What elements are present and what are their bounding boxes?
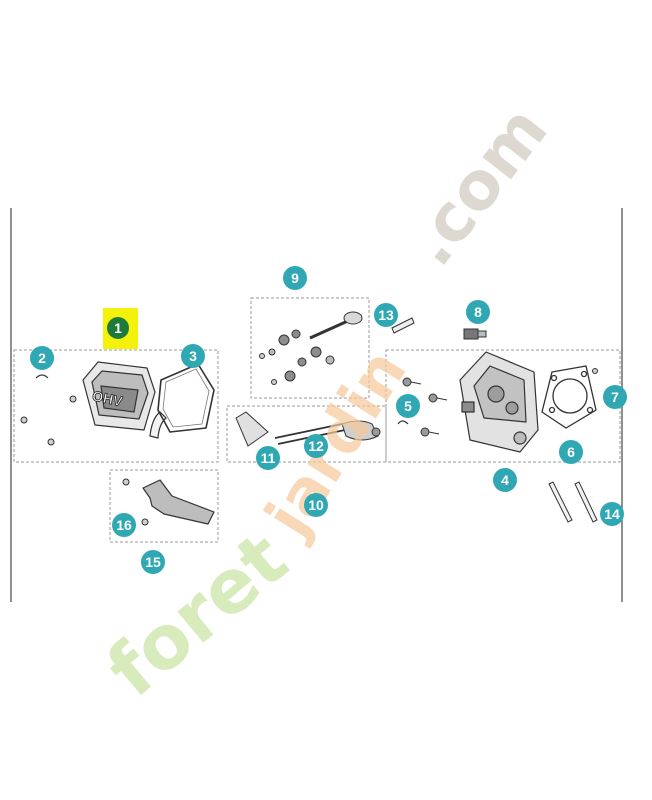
part-badge-4[interactable]: 4 <box>493 468 517 492</box>
badge-circle <box>141 550 165 574</box>
badge-circle <box>30 346 54 370</box>
part-label: 12 <box>308 438 324 454</box>
part-label: 9 <box>291 270 299 286</box>
badge-circle <box>466 300 490 324</box>
badge-circle <box>256 446 280 470</box>
valve-parts-group-box <box>250 297 370 399</box>
cover-gasket-drawing <box>157 363 215 433</box>
watermark-jardin: jardin <box>249 337 420 551</box>
part-label: 13 <box>378 307 394 323</box>
watermark-com: .com <box>392 92 562 280</box>
part-label: 11 <box>261 450 276 466</box>
part-badge-1[interactable]: 1 <box>107 317 129 339</box>
part-label: 8 <box>474 304 482 320</box>
fitting-8-drawing <box>463 328 487 340</box>
part-label: 6 <box>567 444 575 460</box>
badge-circle <box>112 513 136 537</box>
badge-circle <box>600 502 624 526</box>
part-label: 10 <box>308 497 324 513</box>
part-badge-3[interactable]: 3 <box>181 344 205 368</box>
part-badge-16[interactable]: 16 <box>112 513 136 537</box>
badge-circle <box>181 344 205 368</box>
part-label: 7 <box>611 389 619 405</box>
badge-circle <box>304 493 328 517</box>
part-badge-10[interactable]: 10 <box>304 493 328 517</box>
part-badge-15[interactable]: 15 <box>141 550 165 574</box>
breather-hose-drawing <box>149 411 167 439</box>
part-badge-9[interactable]: 9 <box>283 266 307 290</box>
part-label: 5 <box>404 398 412 414</box>
clip-5-drawing <box>397 420 409 425</box>
badge-circle <box>603 385 627 409</box>
ohv-engraving: OHV <box>91 387 125 409</box>
badge-circle <box>107 317 129 339</box>
part-label: 1 <box>114 320 122 336</box>
part-badge-7[interactable]: 7 <box>603 385 627 409</box>
part-badge-14[interactable]: 14 <box>600 502 624 526</box>
badge-circle <box>304 434 328 458</box>
part-badge-11[interactable]: 11 <box>256 446 280 470</box>
valve-parts-drawing <box>268 311 363 382</box>
head-gasket-drawing <box>541 365 597 429</box>
part-badge-13[interactable]: 13 <box>374 303 398 327</box>
badge-circle <box>396 394 420 418</box>
part-label: 3 <box>189 348 197 364</box>
dowel-pins-drawing <box>548 481 598 523</box>
badge-circle <box>559 440 583 464</box>
badge-circle <box>283 266 307 290</box>
badge-circle <box>493 468 517 492</box>
part-badge-8[interactable]: 8 <box>466 300 490 324</box>
part-label: 4 <box>501 472 509 488</box>
pin-13-drawing <box>391 317 415 334</box>
cylinder-head-drawing <box>459 351 539 453</box>
part-label: 14 <box>604 506 620 522</box>
part-label: 16 <box>116 517 132 533</box>
part-badge-5[interactable]: 5 <box>396 394 420 418</box>
part-label: 2 <box>38 350 46 366</box>
bolts-5-drawing <box>402 377 448 437</box>
badge-circle <box>374 303 398 327</box>
part-badge-2[interactable]: 2 <box>30 346 54 370</box>
fasteners <box>20 353 598 526</box>
part-badge-6[interactable]: 6 <box>559 440 583 464</box>
valve-cover-group-box <box>13 349 219 463</box>
valve-cover-drawing: OHV <box>82 361 156 431</box>
part-badge-12[interactable]: 12 <box>304 434 328 458</box>
clip-2-drawing <box>35 374 49 379</box>
cover-gasket-inner <box>162 368 210 428</box>
part-label: 15 <box>145 554 161 570</box>
deflector-drawing <box>142 479 215 525</box>
watermark-foret: foret <box>91 516 303 714</box>
